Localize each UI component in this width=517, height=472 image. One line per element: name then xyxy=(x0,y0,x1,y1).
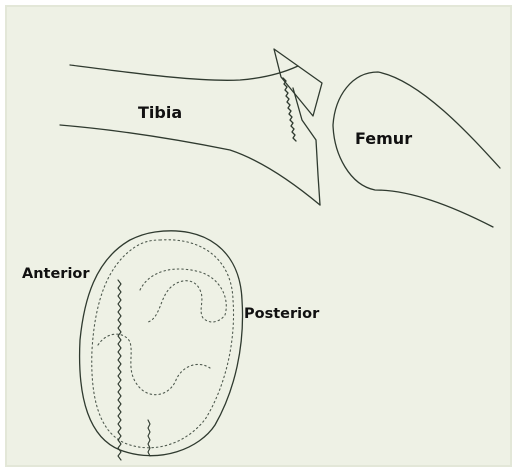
posterior-label: Posterior xyxy=(244,306,319,322)
anterior-label: Anterior xyxy=(22,266,90,282)
paper-background xyxy=(6,6,511,466)
femur-label: Femur xyxy=(355,129,412,148)
tibia-label: Tibia xyxy=(138,103,182,122)
